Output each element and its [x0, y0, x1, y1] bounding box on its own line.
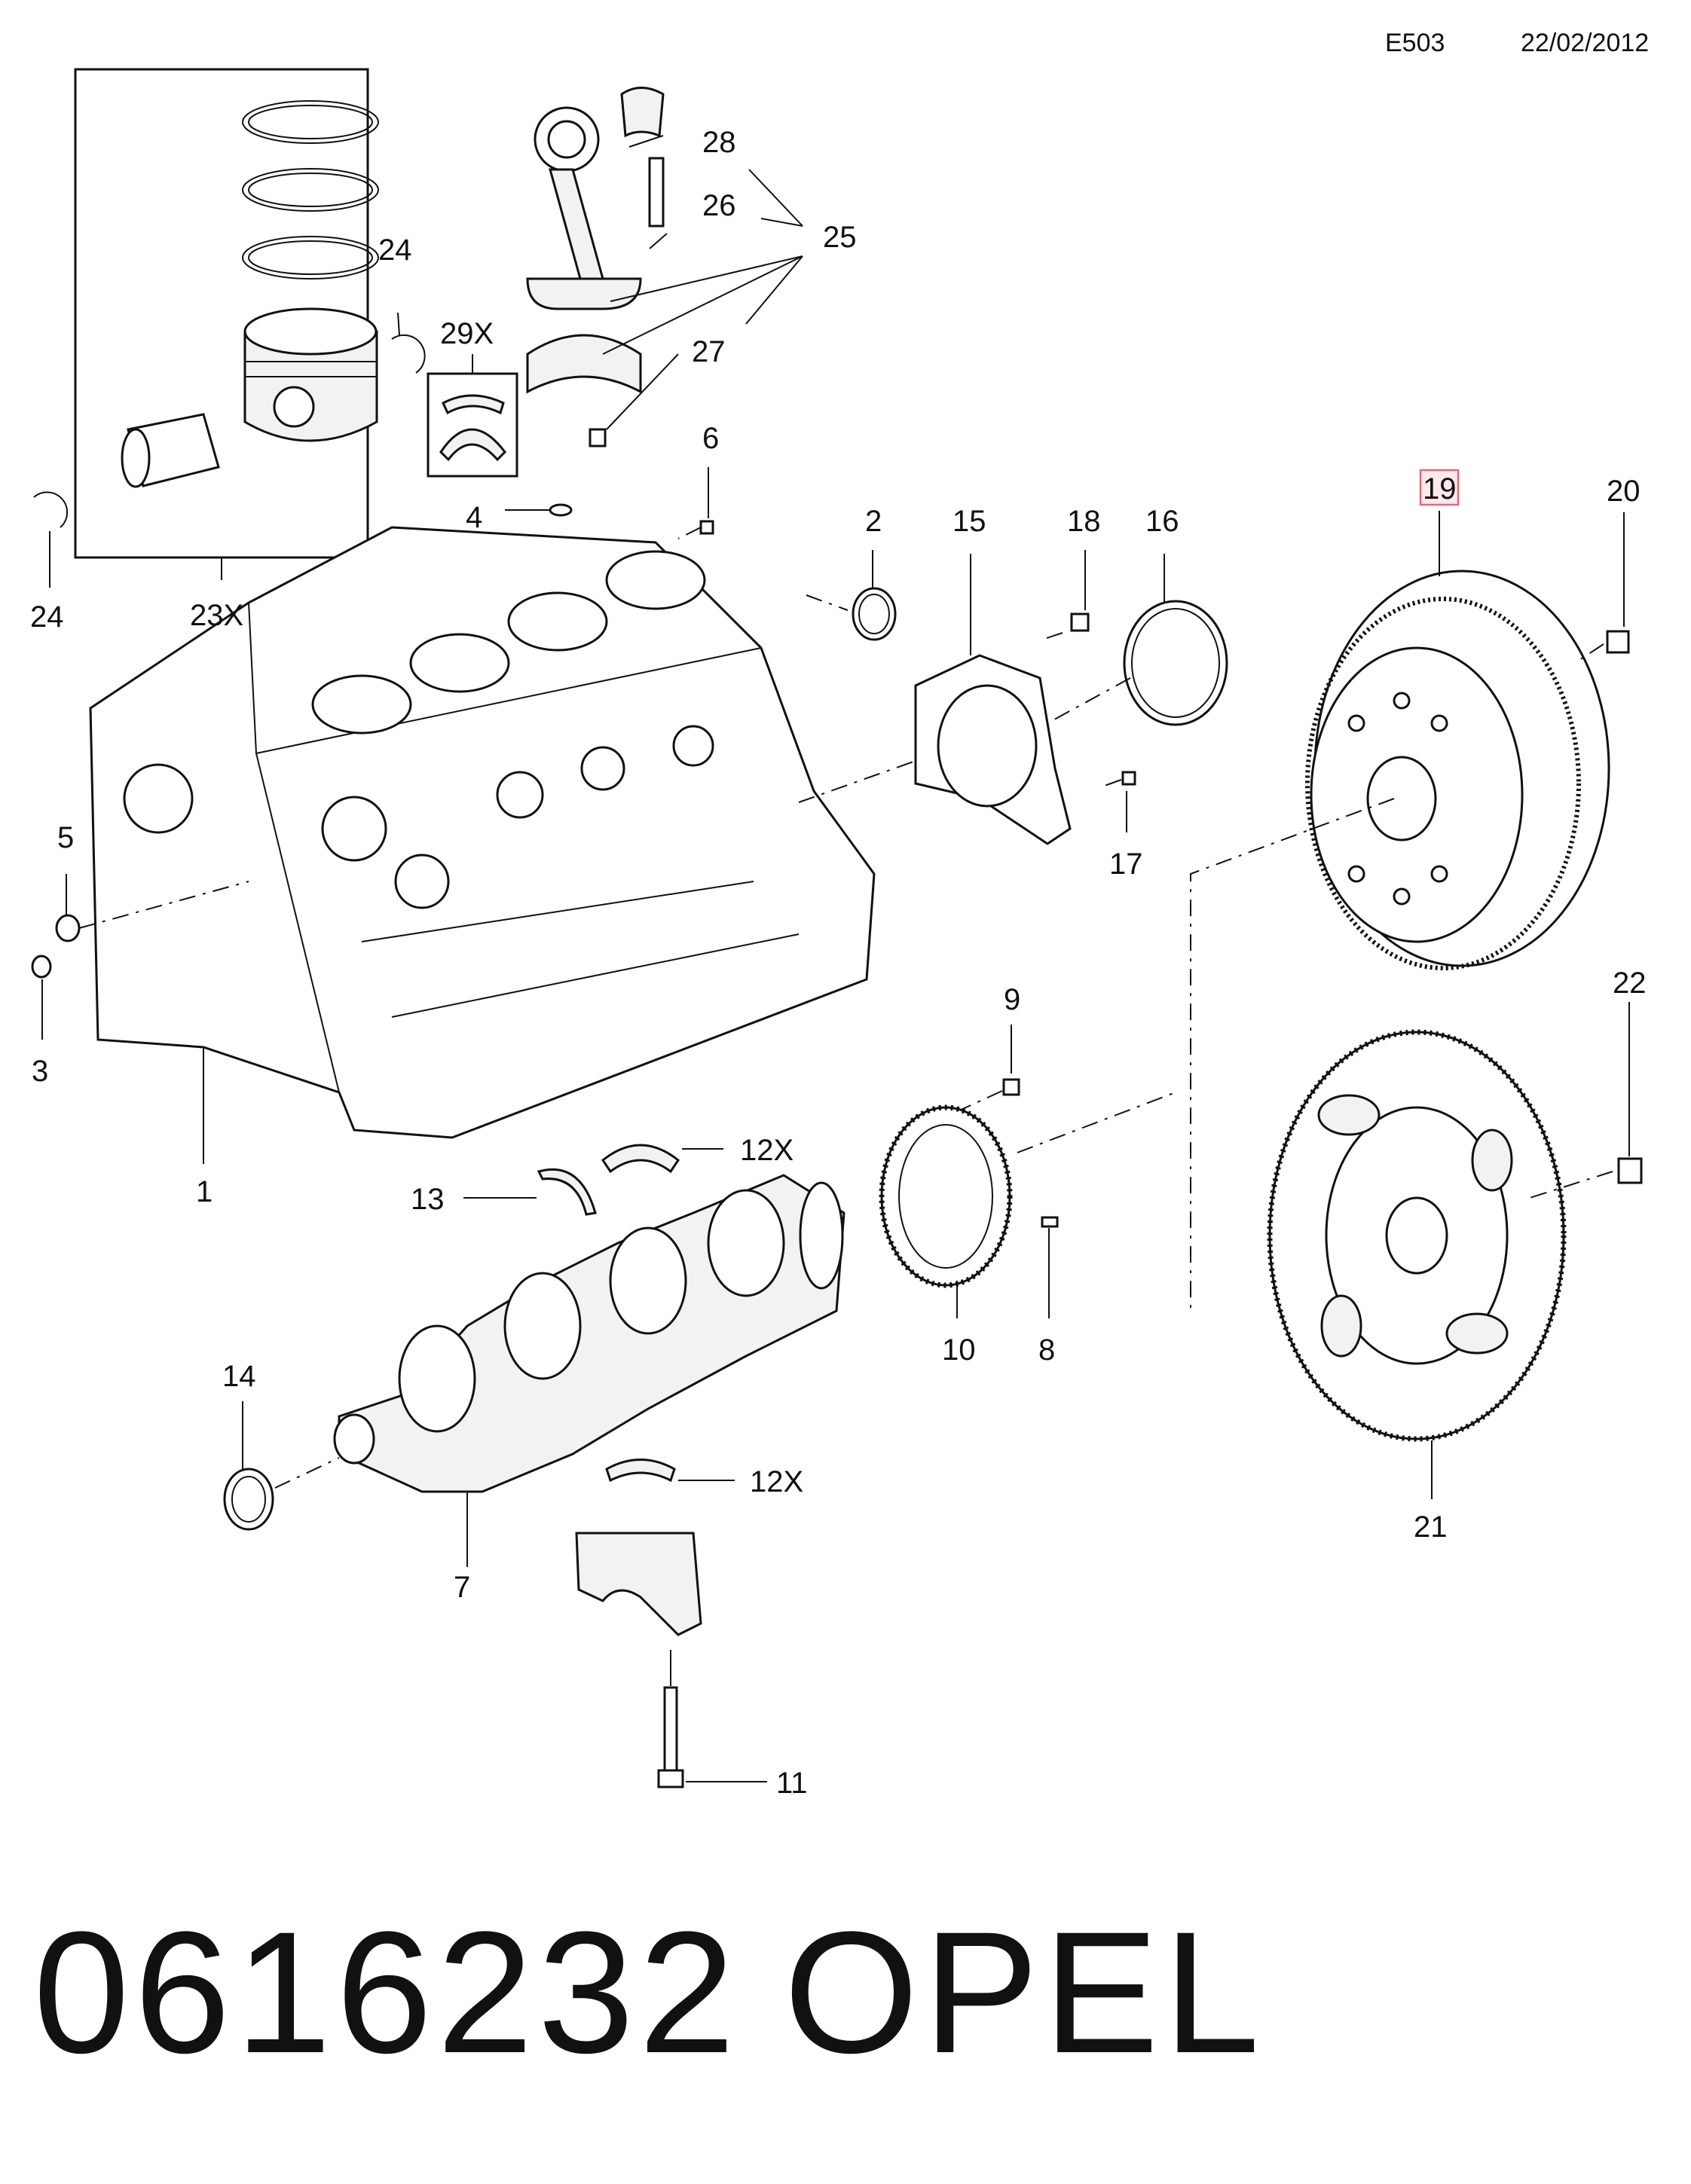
callout-19: 19: [1423, 472, 1457, 506]
callout-15: 15: [953, 505, 986, 538]
engine-block: [89, 526, 876, 1139]
callout-25: 25: [823, 221, 857, 254]
brand-name: OPEL: [784, 1895, 1264, 2089]
callout-6: 6: [702, 422, 719, 455]
callout-5: 5: [57, 821, 74, 854]
callout-7: 7: [454, 1571, 470, 1604]
callout-11: 11: [776, 1767, 808, 1800]
callout-3: 3: [32, 1055, 48, 1088]
callout-20: 20: [1607, 475, 1641, 508]
dual-mass-flywheel: [1305, 570, 1610, 970]
callout-17: 17: [1109, 848, 1143, 881]
callout-18: 18: [1067, 505, 1101, 538]
callout-1: 1: [196, 1175, 213, 1208]
callout-24-upper: 24: [378, 234, 412, 267]
callout-2: 2: [865, 505, 882, 538]
callout-22: 22: [1613, 967, 1647, 1000]
callout-28: 28: [702, 126, 736, 159]
callout-12x-lower: 12X: [750, 1465, 803, 1498]
callout-4: 4: [466, 501, 482, 534]
callout-9: 9: [1004, 983, 1020, 1016]
piston-kit-frame: [74, 68, 379, 559]
callout-16: 16: [1145, 505, 1179, 538]
callout-13: 13: [411, 1183, 445, 1216]
rear-seal-housing: [914, 654, 1072, 845]
callout-21: 21: [1414, 1510, 1448, 1544]
callout-26: 26: [702, 189, 736, 222]
highlight-box-19: [1419, 469, 1460, 506]
callout-29x: 29X: [440, 317, 494, 350]
flexplate: [1267, 1029, 1567, 1442]
part-number: 0616232: [33, 1895, 740, 2089]
callout-12x-upper: 12X: [740, 1134, 794, 1167]
callout-24-lower: 24: [30, 600, 64, 634]
crankshaft: [333, 1174, 846, 1493]
callout-8: 8: [1038, 1333, 1055, 1367]
diagram-date: 22/02/2012: [1521, 29, 1650, 57]
diagram-code: E503: [1385, 29, 1445, 57]
callout-10: 10: [942, 1333, 976, 1367]
callout-27: 27: [692, 335, 726, 368]
callout-14: 14: [222, 1360, 256, 1393]
callout-23x: 23X: [190, 599, 243, 632]
